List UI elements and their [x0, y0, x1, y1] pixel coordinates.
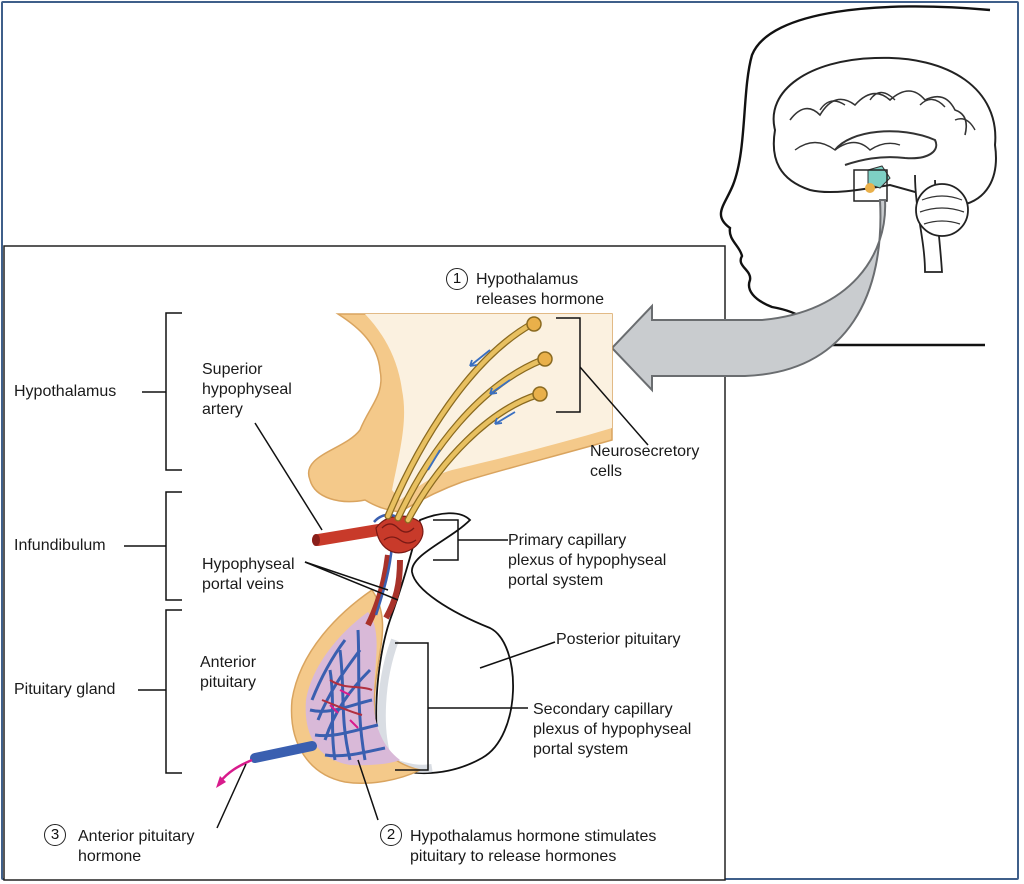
leader-lines — [216, 366, 649, 829]
bracket-hypothalamus — [142, 312, 182, 471]
bracket-pituitary — [138, 609, 182, 774]
step-2-badge: 2 — [380, 824, 402, 846]
zoom-arrow — [610, 199, 887, 393]
hormone-exit-arrowhead — [216, 776, 226, 788]
bracket-secondary-plexus — [395, 642, 528, 771]
bracket-primary-plexus — [433, 519, 508, 561]
label-neurosecretory: Neurosecretory cells — [590, 443, 700, 480]
label-primary-plexus: Primary capillary plexus of hypophyseal … — [508, 532, 667, 589]
portal-vein-2 — [383, 559, 403, 620]
label-portal-veins: Hypophyseal portal veins — [202, 556, 295, 593]
secondary-capillary-red — [321, 679, 373, 716]
step-3-text: Anterior pituitary hormone — [78, 828, 195, 865]
zoom-box — [853, 169, 888, 202]
label-infundibulum: Infundibulum — [14, 537, 106, 554]
portal-vein-1 — [365, 554, 391, 627]
hormone-flow-arrows — [329, 689, 359, 729]
neurosecretory-neurons — [384, 321, 546, 524]
neuron-cell-bodies — [526, 316, 553, 402]
hormone-direction-arrows — [427, 349, 516, 471]
step-2-text: Hypothalamus hormone stimulates pituitar… — [410, 828, 657, 865]
step-1-badge: 1 — [446, 268, 468, 290]
anterior-pituitary-vein — [250, 741, 317, 763]
step-3-badge: 3 — [44, 824, 66, 846]
label-hypothalamus: Hypothalamus — [14, 383, 117, 400]
secondary-capillary-plexus — [309, 629, 386, 761]
label-anterior-pituitary: Anterior pituitary — [200, 654, 257, 691]
step-1-text: Hypothalamus releases hormone — [476, 271, 605, 308]
label-posterior-pituitary: Posterior pituitary — [556, 631, 681, 648]
label-superior-artery: Superior hypophyseal artery — [202, 361, 292, 418]
head-silhouette — [719, 5, 991, 347]
artery-opening — [312, 534, 320, 546]
bracket-neurosecretory — [556, 317, 581, 413]
bracket-infundibulum — [124, 491, 182, 601]
label-pituitary-gland: Pituitary gland — [14, 681, 116, 698]
label-secondary-plexus: Secondary capillary plexus of hypophysea… — [533, 701, 692, 758]
superior-hypophyseal-artery — [312, 524, 384, 546]
brain-icon — [772, 56, 997, 273]
